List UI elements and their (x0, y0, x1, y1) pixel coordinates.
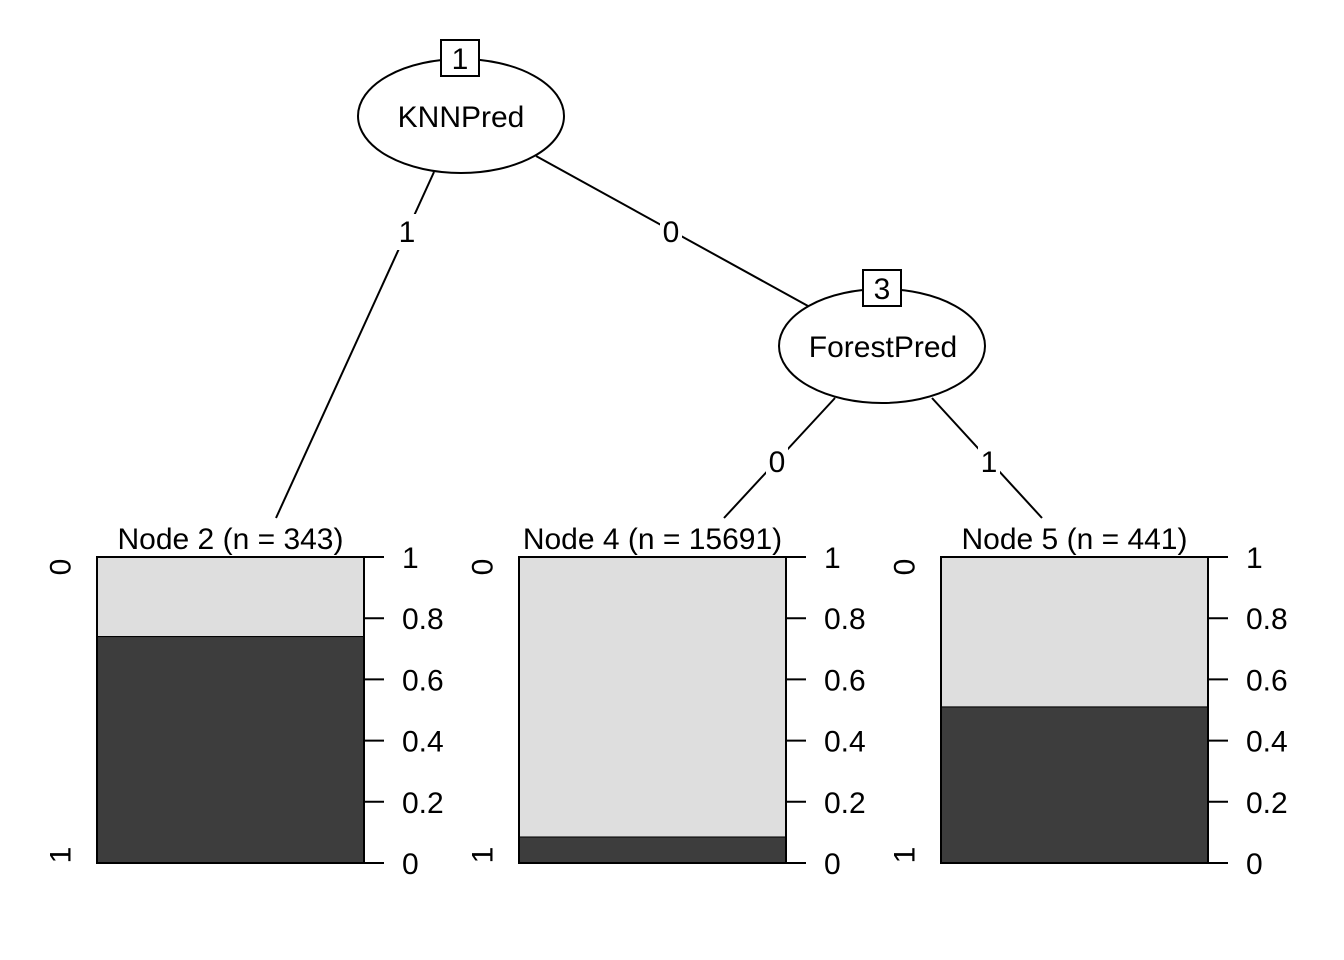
bar-class-0-node-4 (518, 556, 787, 838)
node-id-3: 3 (874, 273, 891, 306)
axis-tick-label: 0 (824, 848, 841, 881)
axis-tick-label: 0.2 (402, 787, 444, 820)
axis-tick-label: 0.8 (402, 603, 444, 636)
node-variable-3: ForestPred (809, 331, 957, 364)
axis-node-2: 1 0.8 0.6 0.4 0.2 0 (363, 542, 444, 881)
bar-class-1-node-5 (940, 706, 1209, 864)
axis-tick-label: 0.4 (824, 726, 866, 759)
axis-tick-label: 0 (1246, 848, 1263, 881)
terminal-node-2: Node 2 (n = 343) 0 1 1 0.8 0.6 0.4 0.2 0 (45, 523, 444, 881)
class-label-top-node-2: 0 (45, 559, 78, 576)
node-variable-1: KNNPred (398, 101, 525, 134)
inner-node-3: ForestPred 3 (778, 269, 986, 404)
class-label-top-node-5: 0 (889, 559, 922, 576)
axis-tick-label: 1 (824, 542, 841, 575)
axis-tick-label: 0.2 (824, 787, 866, 820)
class-label-bottom-node-5: 1 (889, 847, 922, 864)
axis-tick-label: 0.2 (1246, 787, 1288, 820)
edge-label-3-4: 0 (769, 446, 786, 479)
axis-tick-label: 0.8 (824, 603, 866, 636)
edge-label-1-3: 0 (663, 216, 680, 249)
terminal-node-5: Node 5 (n = 441) 0 1 1 0.8 0.6 0.4 0.2 0 (889, 523, 1288, 881)
axis-tick-label: 0.6 (402, 664, 444, 697)
node-id-box-3 (862, 269, 902, 307)
axis-tick-label: 0 (402, 848, 419, 881)
axis-tick-label: 0.4 (1246, 726, 1288, 759)
bar-class-0-node-2 (96, 556, 365, 638)
axis-tick-label: 0.6 (824, 664, 866, 697)
edge-label-3-5: 1 (981, 446, 998, 479)
edge-label-1-2: 1 (399, 216, 416, 249)
axis-tick-label: 0.8 (1246, 603, 1288, 636)
axis-node-4: 1 0.8 0.6 0.4 0.2 0 (785, 542, 866, 881)
node-id-1: 1 (452, 43, 469, 76)
terminal-title-4: Node 4 (n = 15691) (523, 523, 782, 556)
terminal-title-2: Node 2 (n = 343) (118, 523, 344, 556)
class-label-bottom-node-4: 1 (467, 847, 500, 864)
bar-class-1-node-2 (96, 636, 365, 864)
inner-node-1: KNNPred 1 (357, 39, 565, 174)
edge-labels: 1 0 0 1 (396, 214, 1000, 480)
node-id-box-1 (440, 39, 480, 77)
bar-class-0-node-5 (940, 556, 1209, 708)
terminal-node-4: Node 4 (n = 15691) 0 1 1 0.8 0.6 0.4 0.2 0 (467, 523, 866, 881)
axis-tick-label: 1 (402, 542, 419, 575)
axis-node-5: 1 0.8 0.6 0.4 0.2 0 (1207, 542, 1288, 881)
class-label-top-node-4: 0 (467, 559, 500, 576)
axis-tick-label: 1 (1246, 542, 1263, 575)
class-label-bottom-node-2: 1 (45, 847, 78, 864)
axis-tick-label: 0.6 (1246, 664, 1288, 697)
terminal-title-5: Node 5 (n = 441) (962, 523, 1188, 556)
axis-tick-label: 0.4 (402, 726, 444, 759)
bar-class-1-node-4 (518, 836, 787, 864)
